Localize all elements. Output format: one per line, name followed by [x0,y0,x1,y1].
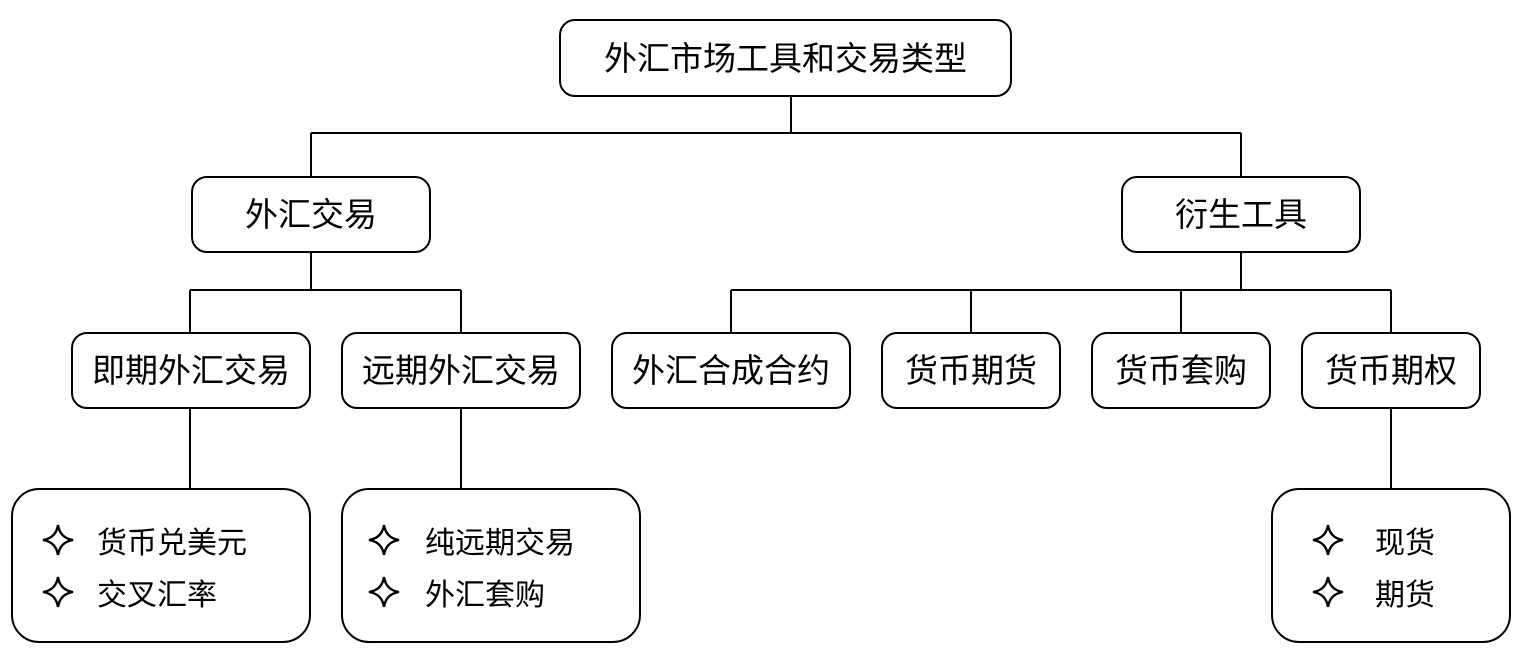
leaf-item-text: 外汇套购 [425,578,545,613]
subcategory-currency-arbitrage-label: 货币套购 [1115,351,1247,390]
subcategory-currency-options: 货币期权 [1301,332,1481,409]
subcategory-currency-arbitrage: 货币套购 [1091,332,1271,409]
subcategory-spot-fx: 即期外汇交易 [71,332,311,409]
four-point-star-icon [41,575,75,609]
leaf-box-forward-fx: 纯远期交易 外汇套购 [341,488,641,643]
list-item: 纯远期交易 [343,514,639,566]
four-point-star-icon [41,523,75,557]
subcategory-forward-fx: 远期外汇交易 [341,332,581,409]
leaf-list-currency-options: 现货 期货 [1273,514,1509,618]
list-item: 交叉汇率 [13,566,309,618]
leaf-list-forward-fx: 纯远期交易 外汇套购 [343,514,639,618]
subcategory-spot-fx-label: 即期外汇交易 [92,351,290,390]
category-fx-trading: 外汇交易 [191,176,431,253]
subcategory-currency-futures-label: 货币期货 [905,351,1037,390]
subcategory-synthetic-fx-label: 外汇合成合约 [632,351,830,390]
leaf-item-text: 期货 [1375,578,1435,613]
four-point-star-icon [367,523,401,557]
leaf-item-text: 交叉汇率 [97,578,217,613]
subcategory-synthetic-fx: 外汇合成合约 [611,332,851,409]
leaf-item-text: 现货 [1375,526,1435,561]
subcategory-currency-options-label: 货币期权 [1325,351,1457,390]
subcategory-currency-futures: 货币期货 [881,332,1061,409]
subcategory-forward-fx-label: 远期外汇交易 [362,351,560,390]
four-point-star-icon [1311,575,1345,609]
list-item: 期货 [1273,566,1509,618]
leaf-list-spot-fx: 货币兑美元 交叉汇率 [13,514,309,618]
four-point-star-icon [367,575,401,609]
category-derivatives: 衍生工具 [1121,176,1361,253]
root-label: 外汇市场工具和交易类型 [604,38,967,78]
category-derivatives-label: 衍生工具 [1175,195,1307,234]
category-fx-trading-label: 外汇交易 [245,195,377,234]
list-item: 货币兑美元 [13,514,309,566]
root-node: 外汇市场工具和交易类型 [559,19,1012,97]
list-item: 现货 [1273,514,1509,566]
leaf-box-currency-options: 现货 期货 [1271,488,1511,643]
leaf-item-text: 纯远期交易 [425,526,575,561]
leaf-box-spot-fx: 货币兑美元 交叉汇率 [11,488,311,643]
four-point-star-icon [1311,523,1345,557]
list-item: 外汇套购 [343,566,639,618]
leaf-item-text: 货币兑美元 [97,526,247,561]
